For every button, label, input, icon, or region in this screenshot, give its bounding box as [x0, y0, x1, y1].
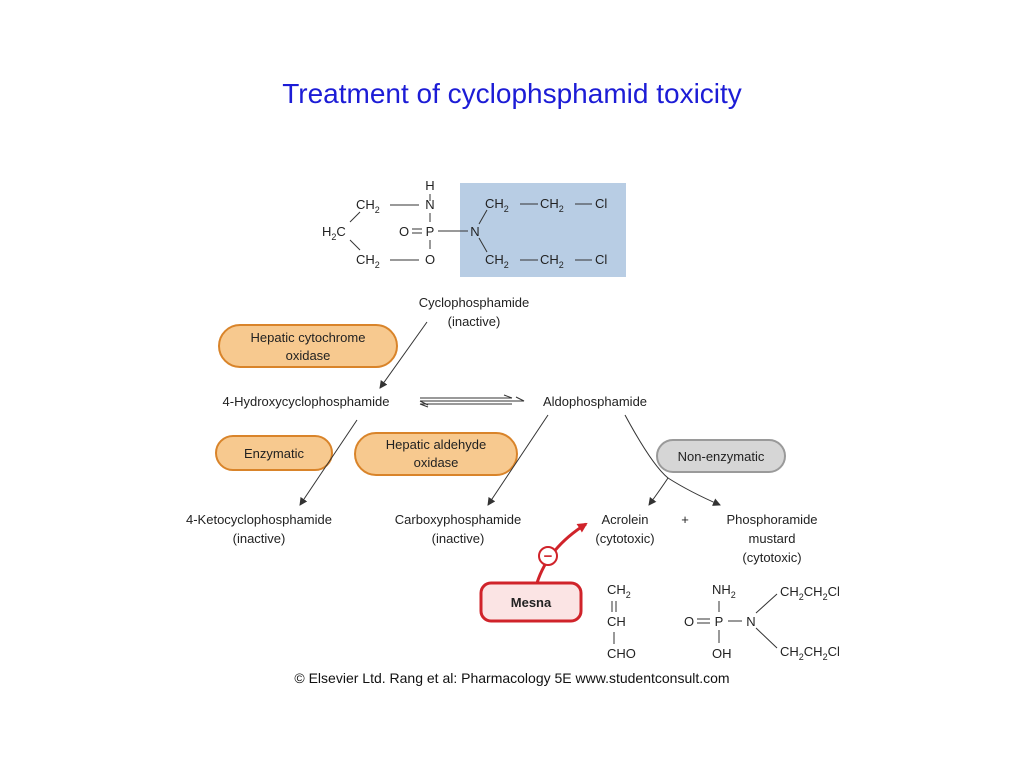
svg-text:CH: CH	[607, 614, 626, 629]
inhibit-symbol	[538, 546, 558, 566]
hepatic-aldehyde-pill	[354, 432, 518, 476]
credit-line: © Elsevier Ltd. Rang et al: Pharmacology…	[294, 670, 729, 686]
cl-top: Cl	[595, 196, 607, 211]
svg-text:CH2CH2Cl: CH2CH2Cl	[780, 644, 840, 662]
enzymatic-label: Enzymatic	[244, 446, 304, 461]
atom-o-ring: O	[425, 252, 435, 267]
svg-text:NH2: NH2	[712, 582, 736, 600]
svg-text:CHO: CHO	[607, 646, 636, 661]
acrolein-status: (cytotoxic)	[595, 531, 654, 546]
atom-h: H	[425, 178, 434, 193]
cyclophosphamide-label: Cyclophosphamide	[419, 295, 530, 310]
slide-title: Treatment of cyclophsphamid toxicity	[282, 78, 742, 109]
ring-ch2-bottom: CH2	[356, 252, 380, 270]
acrolein-label: Acrolein	[602, 512, 649, 527]
phosphoramide-status: (cytotoxic)	[742, 550, 801, 565]
phosphoramide-label-2: mustard	[749, 531, 796, 546]
atom-n-ring: N	[425, 197, 434, 212]
ring-ch2-top: CH2	[356, 197, 380, 215]
hydroxy-label: 4-Hydroxycyclophosphamide	[223, 394, 390, 409]
svg-text:CH2: CH2	[540, 196, 564, 214]
atom-n-chain: N	[470, 224, 479, 239]
hepatic-cytochrome-line1: Hepatic cytochrome	[251, 330, 366, 345]
mesna-label: Mesna	[511, 595, 552, 610]
enzymatic-pill	[215, 435, 333, 471]
chain-bottom: CH2	[485, 252, 509, 270]
equilibrium-arrows	[419, 394, 525, 408]
arrow-aldo-to-carboxy	[487, 414, 549, 506]
carboxy-label: Carboxyphosphamide	[395, 512, 521, 527]
hepatic-cytochrome-pill	[218, 324, 398, 368]
svg-text:CH2: CH2	[540, 252, 564, 270]
svg-text:−: −	[544, 548, 553, 565]
arrow-aldo-to-acrolein	[624, 414, 669, 506]
hepatic-aldehyde-line2: oxidase	[414, 455, 459, 470]
non-enzymatic-pill	[656, 439, 786, 473]
svg-text:CH2: CH2	[607, 582, 631, 600]
arrow-hydroxy-to-keto	[299, 419, 358, 506]
svg-text:OH: OH	[712, 646, 732, 661]
atom-o-double: O	[399, 224, 409, 239]
ring-h2c: H2C	[322, 224, 346, 242]
mesna-pill	[479, 581, 583, 623]
cl-bottom: Cl	[595, 252, 607, 267]
hepatic-aldehyde-line1: Hepatic aldehyde	[386, 437, 486, 452]
chain-top: CH2	[485, 196, 509, 214]
chloroethyl-highlight	[460, 183, 626, 277]
atom-p: P	[426, 224, 435, 239]
acrolein-structure: CH2 CH CHO	[607, 582, 636, 661]
non-enzymatic-label: Non-enzymatic	[678, 449, 765, 464]
svg-text:CH2CH2Cl: CH2CH2Cl	[780, 584, 840, 602]
cyclophosphamide-structure: H CH2 N H2C O P N CH2 O CH2 CH2 Cl CH2 C…	[322, 178, 626, 277]
phosphoramide-label: Phosphoramide	[726, 512, 817, 527]
svg-text:P: P	[715, 614, 724, 629]
hepatic-cytochrome-line2: oxidase	[286, 348, 331, 363]
mustard-structure: NH2 O P N OH CH2CH2Cl CH2CH2Cl	[684, 582, 840, 662]
aldo-label: Aldophosphamide	[543, 394, 647, 409]
keto-status: (inactive)	[233, 531, 286, 546]
plus-sign: +	[681, 512, 689, 527]
svg-text:O: O	[684, 614, 694, 629]
keto-label: 4-Ketocyclophosphamide	[186, 512, 332, 527]
arrow-aldo-to-mustard	[667, 477, 721, 506]
cyclophosphamide-status: (inactive)	[448, 314, 501, 329]
carboxy-status: (inactive)	[432, 531, 485, 546]
arrow-cyclo-to-hydroxy	[379, 321, 428, 389]
svg-text:N: N	[746, 614, 755, 629]
